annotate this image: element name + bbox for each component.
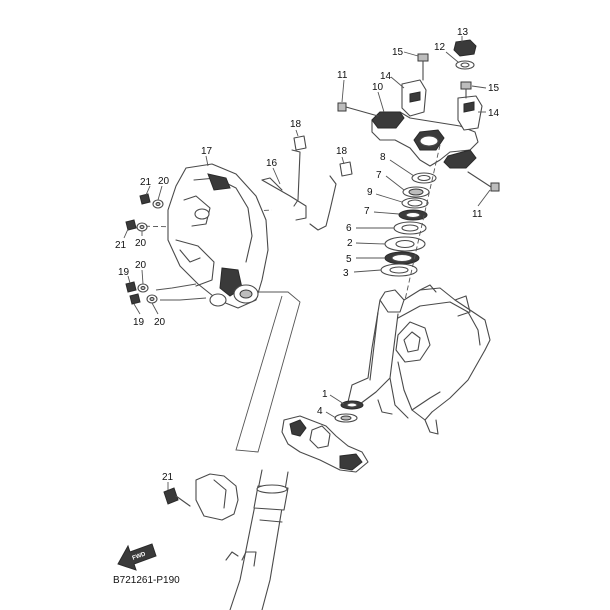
pinch-bolt-11-upper — [337, 102, 379, 117]
cover-6 — [393, 221, 427, 235]
washer-20b — [136, 222, 148, 232]
callout-5: 5 — [346, 254, 352, 265]
callout-13: 13 — [457, 27, 469, 38]
stay-rod-16 — [261, 149, 337, 231]
ring-nut-8 — [411, 172, 437, 184]
callout-labels: 13 15 12 14 15 11 10 14 18 17 16 18 8 7 … — [115, 27, 500, 483]
callout-21-lower: 21 — [162, 472, 174, 483]
callout-7-lower: 7 — [364, 206, 370, 217]
bolt-19b — [129, 293, 141, 305]
callout-19-lower: 19 — [133, 317, 145, 328]
callout-20-middle: 20 — [135, 238, 147, 249]
callout-12: 12 — [434, 42, 446, 53]
callout-6: 6 — [346, 223, 352, 234]
diagram-code: B721261-P190 — [113, 575, 180, 586]
fork-tube — [225, 469, 289, 610]
callout-14-left: 14 — [380, 71, 392, 82]
washer-20c — [137, 283, 149, 293]
fwd-label: FWD — [132, 551, 148, 562]
under-bracket — [281, 415, 369, 473]
callout-9: 9 — [367, 187, 373, 198]
frame-headstock — [347, 284, 491, 435]
callout-20-lower-a: 20 — [135, 260, 147, 271]
callout-11-lower: 11 — [472, 209, 483, 220]
washer-12 — [455, 60, 475, 70]
callout-2: 2 — [347, 238, 353, 249]
assembly-guide-line — [235, 291, 301, 453]
callout-1: 1 — [322, 389, 328, 400]
grommet-18a — [293, 135, 307, 151]
bearing-5 — [384, 251, 420, 265]
ring-nut-9 — [401, 197, 429, 209]
callout-leaders — [123, 36, 491, 490]
callout-20-upper: 20 — [158, 176, 170, 187]
callout-16: 16 — [266, 158, 278, 169]
grommet-18b — [339, 161, 353, 177]
bearing-1 — [340, 400, 364, 410]
callout-3: 3 — [343, 268, 349, 279]
callout-14-right: 14 — [488, 108, 500, 119]
ring-nut-7b — [398, 209, 428, 221]
washer-20a — [152, 199, 164, 209]
alignment-line-stem — [404, 144, 441, 301]
callout-21-middle: 21 — [115, 240, 127, 251]
callout-15-left: 15 — [392, 47, 404, 58]
nut-13 — [453, 39, 477, 57]
callout-18-lower: 18 — [336, 146, 348, 157]
fork-bracket-left — [195, 473, 239, 521]
bolt-15-left — [417, 53, 429, 81]
pinch-bolt-11-lower — [467, 171, 500, 192]
callout-4: 4 — [317, 406, 323, 417]
callout-7-upper: 7 — [376, 170, 382, 181]
bolt-15-right — [460, 81, 472, 99]
headlight-stay-17 — [167, 163, 269, 309]
bolt-19a — [125, 281, 137, 293]
callout-10: 10 — [372, 82, 384, 93]
fwd-arrow-icon: FWD — [117, 543, 157, 571]
bolt-21c — [163, 487, 191, 507]
callout-11-upper: 11 — [337, 70, 348, 81]
seal-4 — [334, 413, 358, 423]
callout-19-upper: 19 — [118, 267, 130, 278]
callout-15-right: 15 — [488, 83, 500, 94]
upper-bracket — [371, 79, 483, 169]
bolt-21a — [139, 193, 151, 205]
callout-18-upper: 18 — [290, 119, 302, 130]
callout-21-upper: 21 — [140, 177, 152, 188]
callout-17: 17 — [201, 146, 213, 157]
bolt-21b — [125, 219, 137, 231]
callout-20-lower-b: 20 — [154, 317, 166, 328]
bolt-leader-20 — [160, 297, 207, 301]
washer-20d — [146, 294, 158, 304]
callout-8: 8 — [380, 152, 386, 163]
bolt-leader-19 — [155, 283, 197, 291]
lock-washer-7a — [402, 186, 430, 198]
